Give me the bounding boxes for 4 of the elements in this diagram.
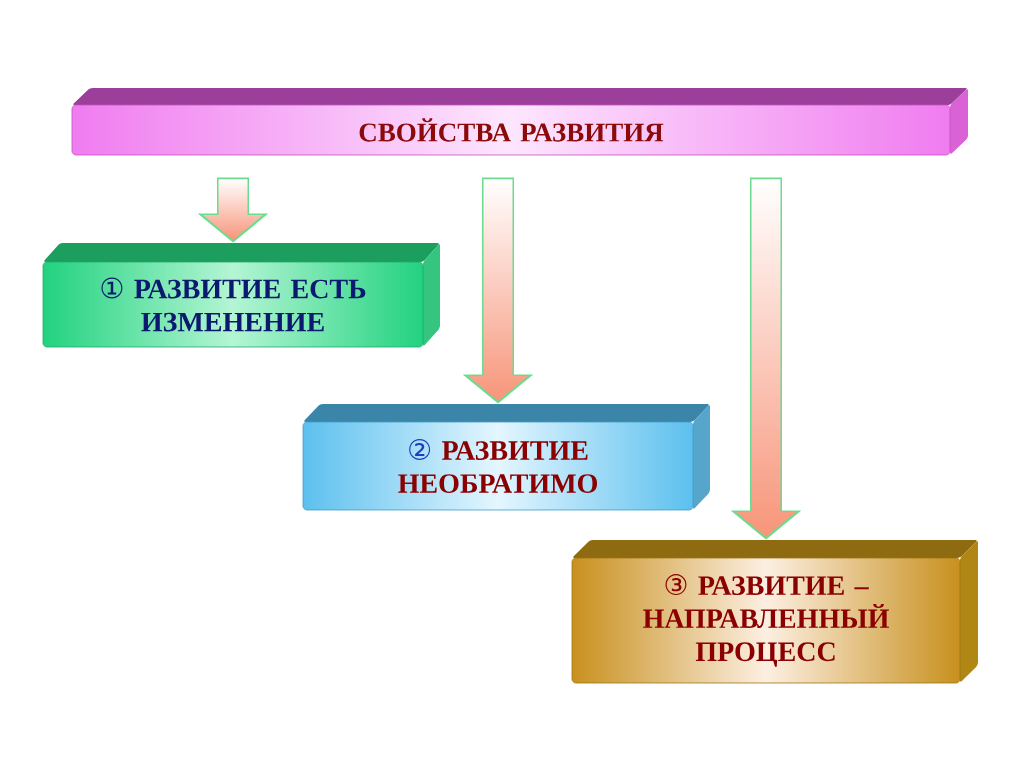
text-box: ② РАЗВИТИЕ НЕОБРАТИМО	[302, 404, 710, 511]
text-box: ③ РАЗВИТИЕ – НАПРАВЛЕННЫЙ ПРОЦЕСС	[571, 540, 978, 684]
text-box: ① РАЗВИТИЕ ЕСТЬ ИЗМЕНЕНИЕ	[42, 243, 440, 348]
title-banner: СВОЙСТВА РАЗВИТИЯ	[71, 88, 968, 156]
